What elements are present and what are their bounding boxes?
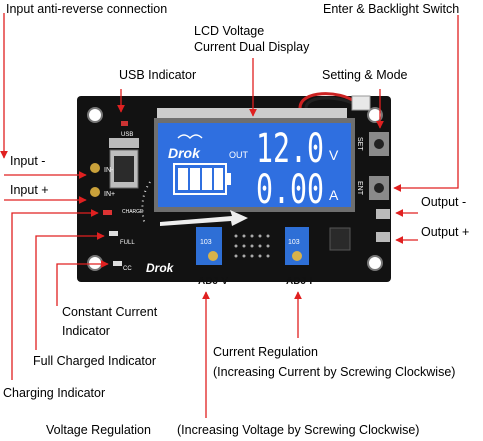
silk-arrow	[160, 210, 248, 226]
silk-brand: Drok	[146, 261, 175, 275]
ent-button-cap	[374, 183, 384, 193]
label-input-anti-reverse: Input anti-reverse connection	[6, 2, 168, 16]
label-setting-mode: Setting & Mode	[322, 68, 408, 82]
label-usb-indicator: USB Indicator	[119, 68, 197, 82]
silk-cc: CC	[123, 266, 132, 272]
label-current-regulation-line2: (Increasing Current by Screwing Clockwis…	[213, 365, 456, 379]
battery-tip	[226, 173, 231, 185]
usb-connector	[109, 138, 139, 148]
silk-adj-v: ADJ-V	[198, 276, 228, 287]
arrow-constant-current	[56, 260, 109, 306]
label-lcd-display-line2: Current Dual Display	[194, 40, 310, 54]
label-constant-current-line2: Indicator	[62, 324, 110, 338]
lcd-voltage-unit: V	[329, 147, 339, 163]
charge-led	[103, 210, 112, 215]
label-enter-backlight: Enter & Backlight Switch	[323, 2, 460, 16]
lcd-voltage-value: 12.0	[256, 126, 324, 172]
label-input-plus: Input +	[10, 183, 49, 197]
label-voltage-regulation: Voltage Regulation	[46, 423, 151, 437]
label-charging-indicator: Charging Indicator	[3, 386, 106, 400]
pot-current-code: 103	[288, 239, 300, 246]
silk-dots	[141, 181, 151, 226]
silk-set: SET	[356, 137, 363, 151]
arrow-enter-backlight	[393, 15, 459, 192]
label-constant-current-line1: Constant Current	[62, 305, 158, 319]
ic-chip	[329, 227, 351, 251]
pot-voltage-screw	[208, 251, 218, 261]
mount-hole	[367, 107, 383, 123]
label-full-charged: Full Charged Indicator	[33, 354, 156, 368]
wire-red	[298, 92, 356, 109]
arrow-charging-indicator	[11, 209, 99, 380]
regulator-chip-body	[114, 156, 134, 182]
label-output-plus: Output +	[421, 225, 470, 239]
label-increasing-voltage: (Increasing Voltage by Screwing Clockwis…	[177, 423, 420, 437]
cc-led	[113, 261, 122, 266]
full-led	[109, 231, 118, 236]
mount-hole	[87, 107, 103, 123]
battery-bar	[202, 168, 212, 190]
mount-hole	[367, 255, 383, 271]
lcd-current-unit: A	[329, 187, 339, 203]
input-plus-pad	[90, 187, 100, 197]
set-button-cap	[374, 139, 384, 149]
label-lcd-display-line1: LCD Voltage	[194, 24, 265, 38]
label-input-minus: Input -	[10, 154, 46, 168]
output-terminal	[376, 209, 390, 219]
lcd-current-value: 0.00	[256, 167, 324, 213]
silk-full: FULL	[120, 240, 135, 246]
pot-voltage	[196, 227, 222, 265]
pot-current-screw	[292, 251, 302, 261]
silk-in-minus: IN-	[104, 167, 114, 174]
input-minus-pad	[90, 163, 100, 173]
lcd-out-label: OUT	[229, 150, 249, 160]
usb-led	[121, 121, 128, 126]
via-grid	[234, 234, 270, 258]
battery-bar	[178, 168, 188, 190]
battery-bar	[190, 168, 200, 190]
mount-hole	[87, 255, 103, 271]
output-terminal	[376, 232, 390, 242]
arrow-full-charged	[35, 232, 105, 350]
silk-usb: USB	[121, 132, 133, 138]
silk-charge: CHARGE	[122, 209, 144, 215]
bird-logo-icon	[177, 134, 203, 140]
label-current-regulation-line1: Current Regulation	[213, 345, 318, 359]
silk-ent: ENT	[356, 181, 363, 196]
label-output-minus: Output -	[421, 195, 467, 209]
lcd-pin-header	[157, 108, 347, 118]
lcd-brand: Drok	[168, 145, 201, 161]
wire-connector	[351, 95, 371, 111]
silk-adj-i: ADJ-I	[286, 276, 312, 287]
battery-bar	[214, 168, 223, 190]
pot-voltage-code: 103	[200, 239, 212, 246]
silk-in-plus: IN+	[104, 191, 115, 198]
